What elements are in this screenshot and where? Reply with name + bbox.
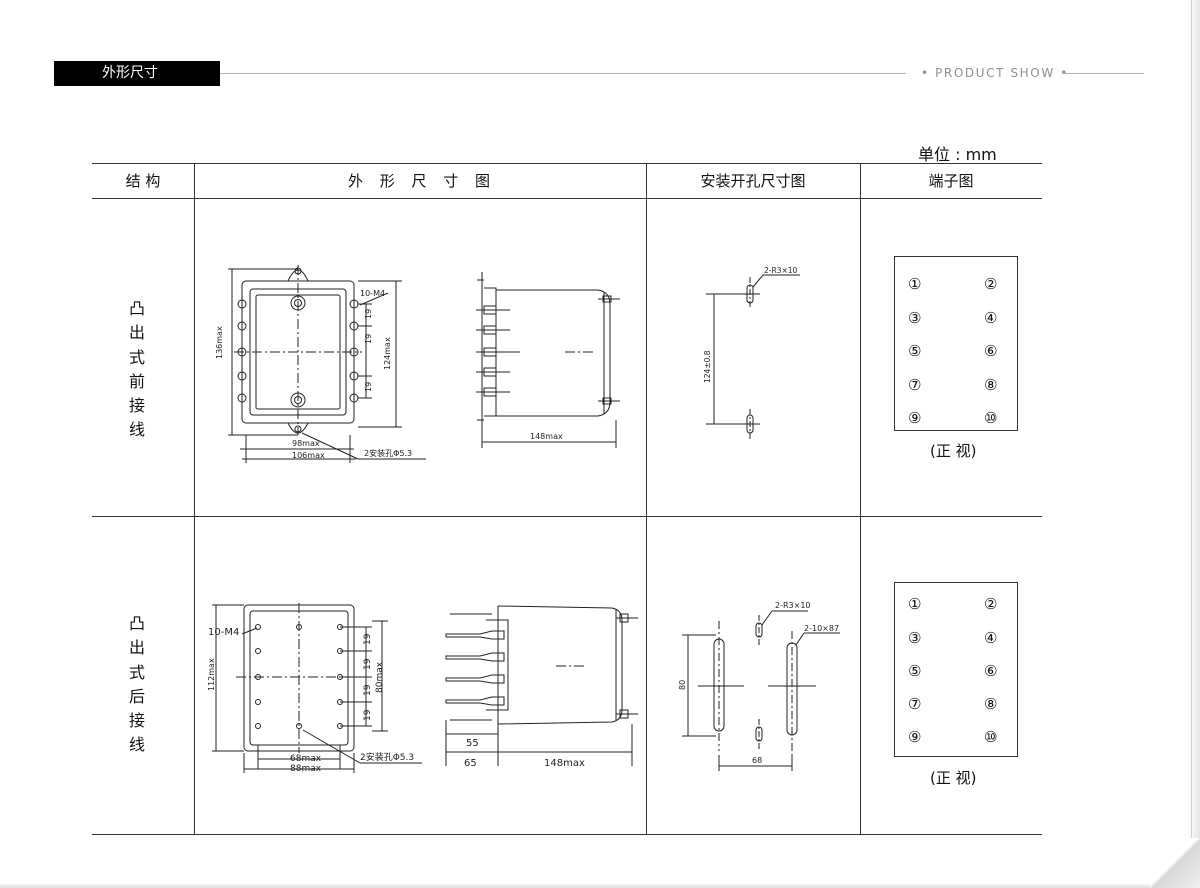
dim-pitch: 19 bbox=[363, 658, 373, 670]
page-bottom-edge bbox=[0, 884, 1200, 888]
front-cutout-drawing: 2-R3×10 124±0.8 bbox=[703, 266, 800, 439]
terminal-6: ⑥ bbox=[984, 342, 998, 360]
dim-width-inner: 68max bbox=[290, 754, 322, 764]
dim-terminals: 10-M4 bbox=[208, 627, 239, 638]
terminal-9: ⑨ bbox=[908, 409, 922, 427]
terminal-8: ⑧ bbox=[984, 376, 998, 394]
terminal-6: ⑥ bbox=[984, 662, 998, 680]
table-top-rule bbox=[92, 163, 1042, 164]
terminal-4: ④ bbox=[984, 629, 998, 647]
terminal-9: ⑨ bbox=[908, 728, 922, 746]
dim-stud-length: 55 bbox=[466, 738, 479, 749]
terminal-7: ⑦ bbox=[908, 376, 922, 394]
column-divider bbox=[646, 163, 647, 835]
dim-height: 80 bbox=[678, 680, 687, 690]
terminal-2: ② bbox=[984, 275, 998, 293]
dim-terminal-height: 80max bbox=[375, 661, 385, 693]
terminal-4: ④ bbox=[984, 309, 998, 327]
table-bottom-rule bbox=[92, 834, 1042, 835]
terminal-3: ③ bbox=[908, 309, 922, 327]
header-outline: 外 形 尺 寸 图 bbox=[347, 172, 493, 190]
dim-slots: 2-R3×10 bbox=[764, 266, 798, 275]
dim-pitch: 19 bbox=[363, 709, 373, 721]
header-rule bbox=[220, 73, 906, 74]
row-label-rear: 凸出式后接线 bbox=[128, 614, 145, 755]
terminal-3: ③ bbox=[908, 629, 922, 647]
header-rule-right bbox=[1062, 73, 1144, 74]
dim-pitch: 19 bbox=[363, 684, 373, 696]
dim-width-outer: 106max bbox=[292, 451, 325, 460]
terminal-1: ① bbox=[908, 595, 922, 613]
dim-height: 112max bbox=[207, 658, 216, 691]
table-row-rule bbox=[92, 516, 1042, 517]
header-terminal: 端子图 bbox=[928, 172, 974, 190]
dim-depth: 148max bbox=[530, 432, 563, 441]
terminal-10: ⑩ bbox=[984, 728, 998, 746]
page-edge bbox=[1188, 0, 1200, 888]
dim-stud-total: 65 bbox=[464, 758, 477, 769]
rear-cutout-drawing: 2-R3×10 2-10×87 80 68 bbox=[678, 601, 840, 771]
dim-pitch: 19 bbox=[364, 309, 373, 319]
terminal-5: ⑤ bbox=[908, 662, 922, 680]
dim-spacing: 68 bbox=[752, 756, 762, 765]
terminal-2: ② bbox=[984, 595, 998, 613]
terminal-1: ① bbox=[908, 275, 922, 293]
dim-width-inner: 98max bbox=[292, 439, 320, 448]
section-title: 外形尺寸 bbox=[54, 61, 220, 86]
dim-pitch: 19 bbox=[363, 633, 373, 645]
dim-long-slots: 2-10×87 bbox=[804, 624, 839, 633]
dim-pitch: 19 bbox=[364, 334, 373, 344]
terminal-8: ⑧ bbox=[984, 695, 998, 713]
terminal-5: ⑤ bbox=[908, 342, 922, 360]
dim-slots: 2-R3×10 bbox=[775, 601, 811, 610]
dim-depth: 148max bbox=[544, 758, 585, 769]
terminal-diagram-front: ① ② ③ ④ ⑤ ⑥ ⑦ ⑧ ⑨ ⑩ bbox=[894, 256, 1018, 431]
column-divider bbox=[194, 163, 195, 835]
brand-text: • PRODUCT SHOW • bbox=[921, 66, 1069, 80]
view-label-front: (正 视) bbox=[930, 442, 977, 460]
front-outline-drawing: 136max 10-M4 19 19 19 124max 98max 106ma… bbox=[215, 265, 426, 463]
dim-terminal-height: 124max bbox=[383, 337, 392, 370]
terminal-10: ⑩ bbox=[984, 409, 998, 427]
dim-height: 136max bbox=[215, 326, 224, 359]
column-divider bbox=[860, 163, 861, 835]
header-cutout: 安装开孔尺寸图 bbox=[700, 172, 806, 190]
dim-mount-hole: 2安装孔Φ5.3 bbox=[360, 751, 414, 763]
page-curl bbox=[1150, 838, 1200, 888]
rear-side-drawing: 55 65 148max bbox=[445, 605, 638, 769]
dim-pitch: 19 bbox=[364, 382, 373, 392]
front-side-drawing: 148max bbox=[476, 272, 620, 448]
table-header-rule bbox=[92, 198, 1042, 199]
unit-label: 单位 : mm bbox=[918, 145, 997, 164]
row-label-front: 凸出式前接线 bbox=[128, 299, 145, 440]
terminal-7: ⑦ bbox=[908, 695, 922, 713]
rear-outline-drawing: 10-M4 112max 19 19 19 19 80max 68max 88m… bbox=[207, 603, 422, 774]
dim-width-outer: 88max bbox=[290, 764, 322, 774]
header-structure: 结 构 bbox=[125, 172, 161, 190]
dim-mount-hole: 2安装孔Φ5.3 bbox=[364, 448, 412, 458]
view-label-rear: (正 视) bbox=[930, 769, 977, 787]
dim-terminals: 10-M4 bbox=[360, 289, 385, 298]
terminal-diagram-rear: ① ② ③ ④ ⑤ ⑥ ⑦ ⑧ ⑨ ⑩ bbox=[894, 582, 1018, 757]
dim-spacing: 124±0.8 bbox=[703, 350, 712, 383]
